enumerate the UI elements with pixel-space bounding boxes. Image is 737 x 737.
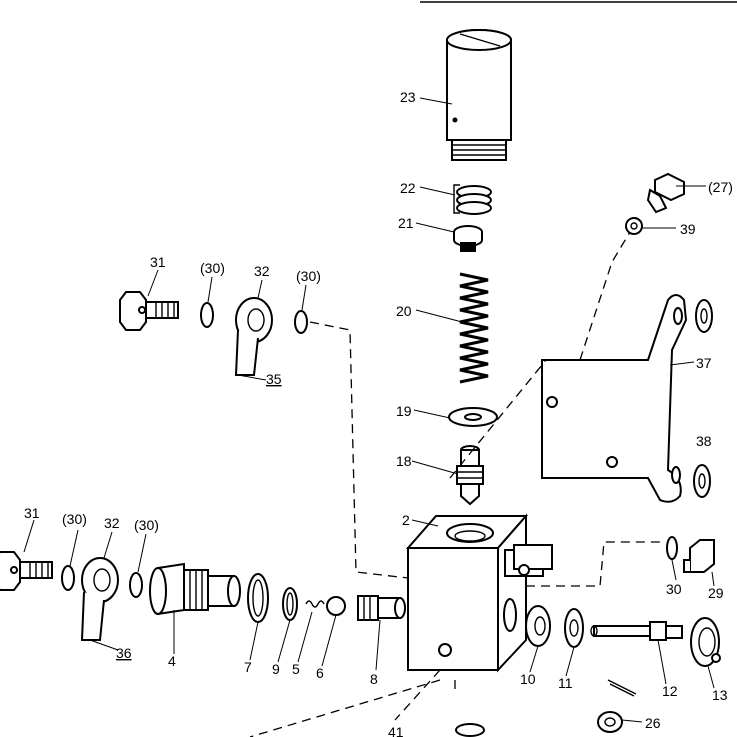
part-26-clip [597,679,637,733]
label-36: 36 [116,645,132,661]
label-9: 9 [272,661,280,677]
label-27: (27) [708,179,733,195]
part-19-washer [448,407,498,427]
label-30-a: (30) [200,260,225,276]
part-39-washer [625,217,643,235]
label-4: 4 [168,653,176,669]
label-12: 12 [662,683,678,699]
part-labels: 23 22 21 20 19 18 2 (27) 39 37 38 31 (30… [24,89,733,737]
part-11-washer [564,608,584,648]
part-38-washers [693,299,713,498]
label-30: 30 [666,581,682,597]
label-41: 41 [388,724,404,737]
part-22-shims [453,184,492,215]
label-10: 10 [520,671,536,687]
part-21-cap [453,225,483,252]
label-30-b: (30) [296,268,321,284]
part-32-banjo-upper [234,297,273,376]
part-41-bottom [455,723,485,737]
part-20-spring [459,272,489,384]
label-39: 39 [680,221,696,237]
label-19: 19 [396,403,412,419]
part-18-valve [456,445,484,506]
part-23-plunger [446,29,512,161]
label-20: 20 [396,303,412,319]
label-26: 26 [645,715,661,731]
label-22: 22 [400,180,416,196]
part-32-banjo-lower [80,557,119,641]
part-4-fitting [149,562,241,616]
label-30-c: (30) [62,511,87,527]
label-38: 38 [696,433,712,449]
label-37: 37 [696,355,712,371]
label-7: 7 [244,659,252,675]
part-9-ring [282,587,298,621]
leader-lines [23,97,715,723]
label-29: 29 [708,585,724,601]
label-11: 11 [558,675,573,691]
part-37-bracket [541,294,688,503]
label-31-lower: 31 [24,505,40,521]
label-2: 2 [402,512,410,528]
part-31-banjo-bolt-upper [119,291,179,331]
label-23: 23 [400,89,416,105]
part-12-spindle [590,621,683,641]
label-18: 18 [396,453,412,469]
label-31-upper: 31 [150,254,166,270]
label-35: 35 [266,371,282,387]
connection-lines [249,231,664,737]
part-29-plug [683,539,715,573]
label-32-upper: 32 [254,263,270,279]
label-30-d: (30) [134,517,159,533]
label-32-lower: 32 [104,515,120,531]
label-6: 6 [316,665,324,681]
part-30-washers [61,302,678,598]
part-2-valve-body [405,513,553,673]
part-7-ring [247,573,269,623]
part-13-knob [690,617,721,667]
part-10-bush [525,605,551,647]
part-27-screw [646,172,685,214]
part-6-ball [326,596,346,616]
label-5: 5 [292,661,300,677]
label-8: 8 [370,671,378,687]
part-8-seat [357,595,406,621]
part-31-banjo-bolt-lower [0,551,53,591]
label-21: 21 [398,215,414,231]
part-5-spring [305,600,325,608]
label-13: 13 [712,687,728,703]
